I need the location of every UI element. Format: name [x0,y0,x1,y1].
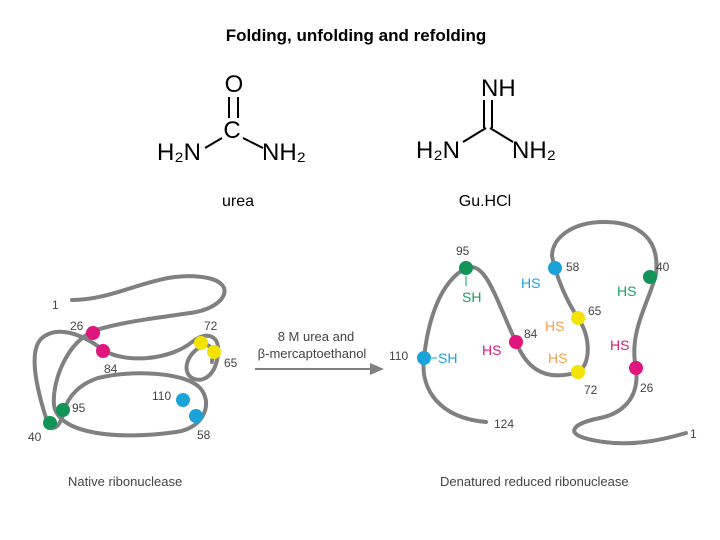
native-res-58: 58 [197,428,211,442]
native-cys65 [207,345,221,359]
denatured-ribonuclease: 95 58 40 65 84 110 72 26 124 1 SH SH HS … [389,220,697,489]
arrow-head [370,363,384,375]
denatured-cys40 [643,270,657,284]
native-res-72: 72 [204,319,218,333]
native-res-1: 1 [52,298,59,312]
native-caption: Native ribonuclease [68,474,182,489]
thiol-95: SH [462,289,481,305]
denatured-cys58 [548,261,562,275]
native-cys110 [176,393,190,407]
denatured-res-65: 65 [588,304,602,318]
native-cys95 [56,403,70,417]
native-cys58 [189,409,203,423]
denatured-cys110 [417,351,431,365]
native-cys72 [194,336,208,350]
urea-left-bond [204,137,223,149]
urea-label: urea [222,193,254,210]
urea-left-amine: H₂N [157,139,201,166]
denatured-cys65 [571,311,585,325]
denatured-cys95 [459,261,473,275]
urea-carbon: C [223,117,240,144]
thiol-72: HS [548,350,567,366]
guhcl-structure: NH H₂N NH₂ [416,75,556,164]
urea-right-bond [242,137,264,149]
urea-right-amine: NH₂ [262,139,306,166]
denatured-chain [421,220,688,446]
urea-structure: O C H₂N NH₂ [157,71,306,166]
denatured-res-110: 110 [389,349,408,363]
denatured-res-26: 26 [640,381,654,395]
thiol-65: HS [545,318,564,334]
denatured-res-84: 84 [524,327,538,341]
native-ribonuclease: 1 26 84 72 65 95 40 110 58 Native ribonu… [28,274,238,489]
native-res-84: 84 [104,362,118,376]
guhcl-label: Gu.HCl [459,193,511,210]
page-title: Folding, unfolding and refolding [225,26,487,45]
urea-oxygen: O [225,71,244,98]
native-res-65: 65 [224,356,238,370]
native-res-110: 110 [152,389,171,403]
denatured-res-95: 95 [456,244,470,258]
native-cys84 [96,344,110,358]
thiol-84: HS [482,342,501,358]
denatured-res-1: 1 [690,427,697,441]
denatured-res-124: 124 [494,417,514,431]
native-res-95: 95 [72,401,86,415]
native-res-26: 26 [70,319,84,333]
denatured-res-72: 72 [584,383,598,397]
denatured-cys72 [571,365,585,379]
thiol-26: HS [610,337,629,353]
thiol-40: HS [617,283,636,299]
native-res-40: 40 [28,430,42,444]
denatured-res-58: 58 [566,260,580,274]
guhcl-imine: NH [481,75,516,102]
guhcl-left-amine: H₂N [416,137,460,164]
denatured-cys26 [629,361,643,375]
reaction-arrow: 8 M urea and β-mercaptoethanol [255,329,384,375]
guhcl-right-amine: NH₂ [512,137,556,164]
denatured-cys84 [509,335,523,349]
guhcl-right-bond [489,127,514,143]
thiol-110: SH [438,350,457,366]
native-cys40 [43,416,57,430]
denatured-res-40: 40 [656,260,670,274]
guhcl-left-bond [462,127,487,143]
denatured-caption: Denatured reduced ribonuclease [440,474,629,489]
native-cys26 [86,326,100,340]
arrow-label-line2: β-mercaptoethanol [258,346,367,361]
arrow-label-line1: 8 M urea and [278,329,355,344]
thiol-58: HS [521,275,540,291]
